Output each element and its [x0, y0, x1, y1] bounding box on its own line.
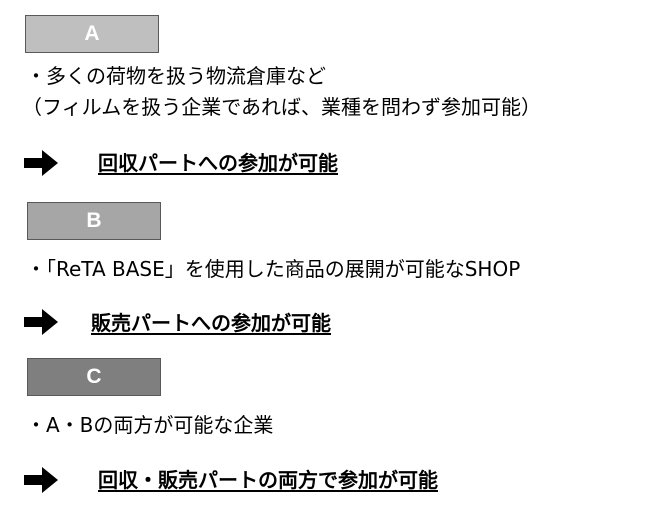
- arrow-right-icon: [24, 309, 58, 335]
- category-c-label: C: [27, 358, 161, 396]
- category-c-result: 回収・販売パートの両方で参加が可能: [98, 468, 438, 492]
- category-a-description-2: （フィルムを扱う企業であれば、業種を問わず参加可能）: [22, 95, 541, 119]
- category-a-description-1: ・多くの荷物を扱う物流倉庫など: [26, 64, 326, 88]
- category-b-result: 販売パートへの参加が可能: [91, 311, 331, 335]
- category-b-description: ・「ReTA BASE」を使用した商品の展開が可能なSHOP: [26, 257, 521, 281]
- category-c-description: ・A・Bの両方が可能な企業: [26, 413, 274, 437]
- category-a-result: 回収パートへの参加が可能: [98, 151, 338, 175]
- arrow-right-icon: [24, 467, 58, 493]
- arrow-right-icon: [24, 150, 58, 176]
- category-b-label: B: [27, 202, 161, 240]
- category-a-label: A: [25, 15, 159, 53]
